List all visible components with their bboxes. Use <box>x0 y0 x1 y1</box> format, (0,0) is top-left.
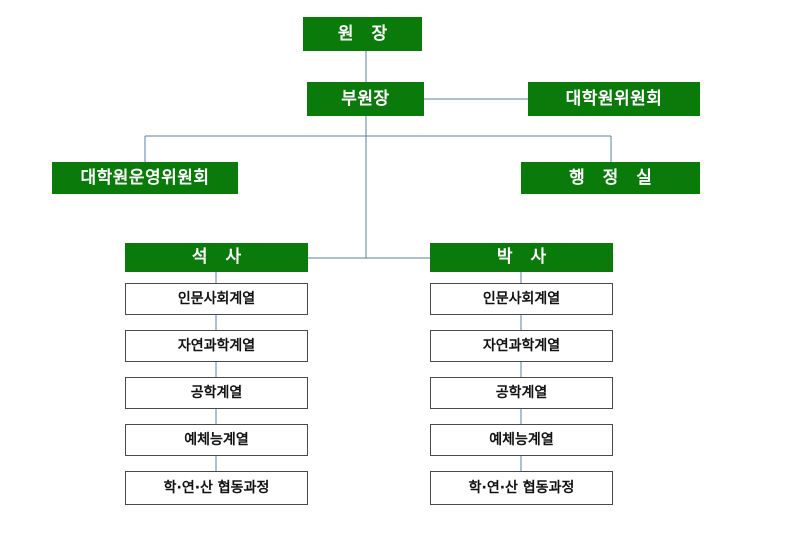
doctorate-program-item[interactable]: 학·연·산 협동과정 <box>430 471 613 505</box>
masters-program-label: 자연과학계열 <box>177 338 256 354</box>
doctorate-program-item[interactable]: 자연과학계열 <box>430 330 613 362</box>
node-grad-committee[interactable]: 대학원위원회 <box>528 82 700 116</box>
node-grad-steering-committee-label: 대학원운영위원회 <box>80 167 210 188</box>
node-director[interactable]: 원 장 <box>303 17 422 51</box>
masters-program-label: 인문사회계열 <box>177 291 256 307</box>
doctorate-program-label: 공학계열 <box>495 385 548 401</box>
node-admin-office[interactable]: 행 정 실 <box>521 162 700 194</box>
doctorate-program-item[interactable]: 인문사회계열 <box>430 283 613 315</box>
masters-program-label: 학·연·산 협동과정 <box>163 480 270 496</box>
masters-program-item[interactable]: 학·연·산 협동과정 <box>125 471 308 505</box>
node-doctorate-label: 박 사 <box>496 247 553 267</box>
node-director-label: 원 장 <box>337 23 394 44</box>
node-grad-steering-committee[interactable]: 대학원운영위원회 <box>52 162 238 194</box>
node-grad-committee-label: 대학원위원회 <box>565 88 663 109</box>
masters-program-item[interactable]: 인문사회계열 <box>125 283 308 315</box>
doctorate-program-label: 자연과학계열 <box>482 338 561 354</box>
masters-program-item[interactable]: 예체능계열 <box>125 424 308 456</box>
doctorate-program-label: 학·연·산 협동과정 <box>468 480 575 496</box>
doctorate-program-label: 예체능계열 <box>489 432 554 448</box>
doctorate-program-label: 인문사회계열 <box>482 291 561 307</box>
masters-program-item[interactable]: 자연과학계열 <box>125 330 308 362</box>
masters-program-item[interactable]: 공학계열 <box>125 377 308 409</box>
node-vice-director-label: 부원장 <box>341 88 390 109</box>
masters-program-label: 공학계열 <box>190 385 243 401</box>
doctorate-program-item[interactable]: 공학계열 <box>430 377 613 409</box>
node-admin-office-label: 행 정 실 <box>569 167 658 188</box>
masters-program-label: 예체능계열 <box>184 432 249 448</box>
node-doctorate[interactable]: 박 사 <box>430 243 613 272</box>
doctorate-program-item[interactable]: 예체능계열 <box>430 424 613 456</box>
node-masters[interactable]: 석 사 <box>125 243 308 272</box>
node-masters-label: 석 사 <box>191 247 248 267</box>
node-vice-director[interactable]: 부원장 <box>307 82 424 116</box>
